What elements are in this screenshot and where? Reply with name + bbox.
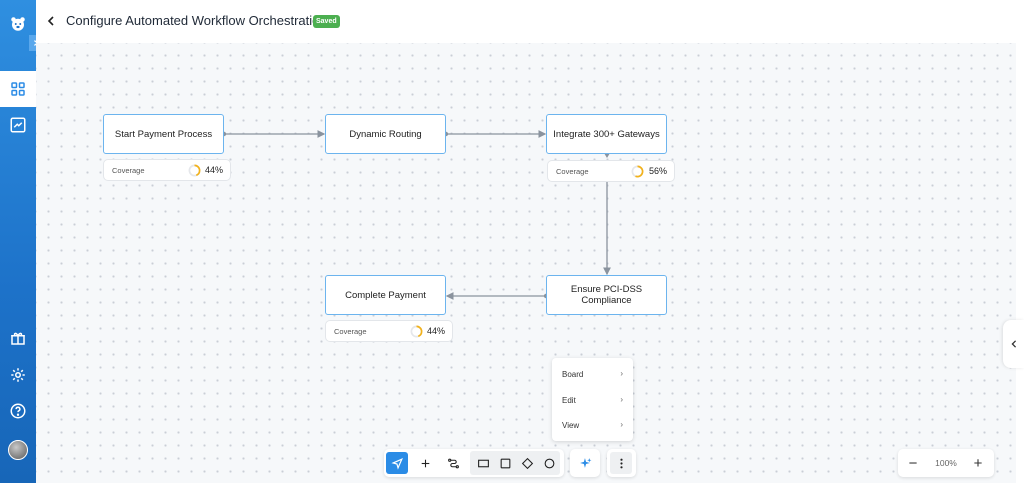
back-button[interactable] <box>43 12 59 30</box>
more-toolbar <box>607 449 636 477</box>
zoom-out-button[interactable]: − <box>908 454 918 472</box>
trending-up-icon <box>10 117 26 133</box>
menu-item-board[interactable]: Board › <box>552 363 633 385</box>
chevron-left-icon <box>1010 340 1016 348</box>
sidebar-item-settings[interactable] <box>0 357 36 393</box>
coverage-label: Coverage <box>334 327 367 336</box>
select-cursor-icon <box>390 457 403 470</box>
node-complete-payment[interactable]: Complete Payment <box>325 275 446 315</box>
right-panel-toggle[interactable] <box>1003 320 1024 368</box>
ai-sparkle-icon <box>579 457 591 468</box>
header: Configure Automated Workflow Orchestrati… <box>36 0 1024 43</box>
coverage-percent: 44% <box>427 326 446 336</box>
right-edge <box>1016 43 1024 483</box>
square-icon <box>500 458 510 468</box>
gift-icon <box>11 332 25 345</box>
chevron-right-icon: › <box>620 420 623 429</box>
coverage-ring-icon <box>410 325 423 338</box>
coverage-label: Coverage <box>112 166 145 175</box>
circle-tool-button[interactable] <box>538 452 560 474</box>
page-title: Configure Automated Workflow Orchestrati… <box>66 13 327 28</box>
ai-toolbar <box>570 449 600 477</box>
circle-icon <box>544 458 554 468</box>
coverage-ring-icon <box>188 164 201 177</box>
chevron-right-icon: › <box>620 395 623 404</box>
zoom-control: − 100% + <box>898 449 994 477</box>
add-node-button[interactable] <box>414 452 436 474</box>
coverage-ring-icon <box>631 165 644 178</box>
rectangle-icon <box>477 459 489 467</box>
node-pci-compliance[interactable]: Ensure PCI-DSS Compliance <box>546 275 667 315</box>
chevron-left-icon <box>47 16 54 26</box>
sidebar-item-dashboard[interactable] <box>0 71 36 107</box>
workflow-canvas[interactable] <box>36 43 1016 483</box>
sidebar-item-gifts[interactable] <box>0 320 36 356</box>
drawing-toolbar <box>384 449 564 477</box>
more-options-button[interactable] <box>610 452 632 474</box>
connector-tool-button[interactable] <box>442 452 464 474</box>
coverage-percent: 44% <box>205 165 224 175</box>
zoom-in-button[interactable]: + <box>973 454 983 472</box>
help-circle-icon <box>10 403 26 419</box>
menu-item-label: Board <box>562 369 584 379</box>
connector-icon <box>447 458 459 468</box>
plus-icon <box>421 459 429 467</box>
more-vertical-icon <box>619 458 623 468</box>
node-dynamic-routing[interactable]: Dynamic Routing <box>325 114 446 154</box>
sidebar <box>0 0 36 483</box>
rectangle-tool-button[interactable] <box>472 452 494 474</box>
node-integrate-gateways[interactable]: Integrate 300+ Gateways <box>546 114 667 154</box>
menu-item-edit[interactable]: Edit › <box>552 389 633 411</box>
menu-item-label: Edit <box>562 395 576 405</box>
coverage-chip-start: Coverage 44% <box>103 159 231 181</box>
status-badge: Saved <box>313 15 340 28</box>
sidebar-item-help[interactable] <box>0 393 36 429</box>
ai-assist-button[interactable] <box>574 452 596 474</box>
diamond-icon <box>521 457 533 469</box>
diamond-tool-button[interactable] <box>516 452 538 474</box>
bear-logo-icon[interactable] <box>0 6 36 42</box>
zoom-level: 100% <box>935 458 957 468</box>
coverage-percent: 56% <box>649 166 668 176</box>
dashboard-grid-icon <box>0 71 36 107</box>
menu-item-label: View <box>562 420 580 430</box>
select-tool-button[interactable] <box>386 452 408 474</box>
avatar[interactable] <box>8 440 28 460</box>
chevron-right-icon: › <box>620 369 623 378</box>
context-menu: Board › Edit › View › <box>552 358 633 441</box>
coverage-chip-gateways: Coverage 56% <box>547 160 675 182</box>
square-tool-button[interactable] <box>494 452 516 474</box>
node-start-payment[interactable]: Start Payment Process <box>103 114 224 154</box>
coverage-chip-complete: Coverage 44% <box>325 320 453 342</box>
sidebar-item-analytics[interactable] <box>0 107 36 143</box>
menu-item-view[interactable]: View › <box>552 414 633 436</box>
coverage-label: Coverage <box>556 167 589 176</box>
gear-icon <box>11 368 25 382</box>
